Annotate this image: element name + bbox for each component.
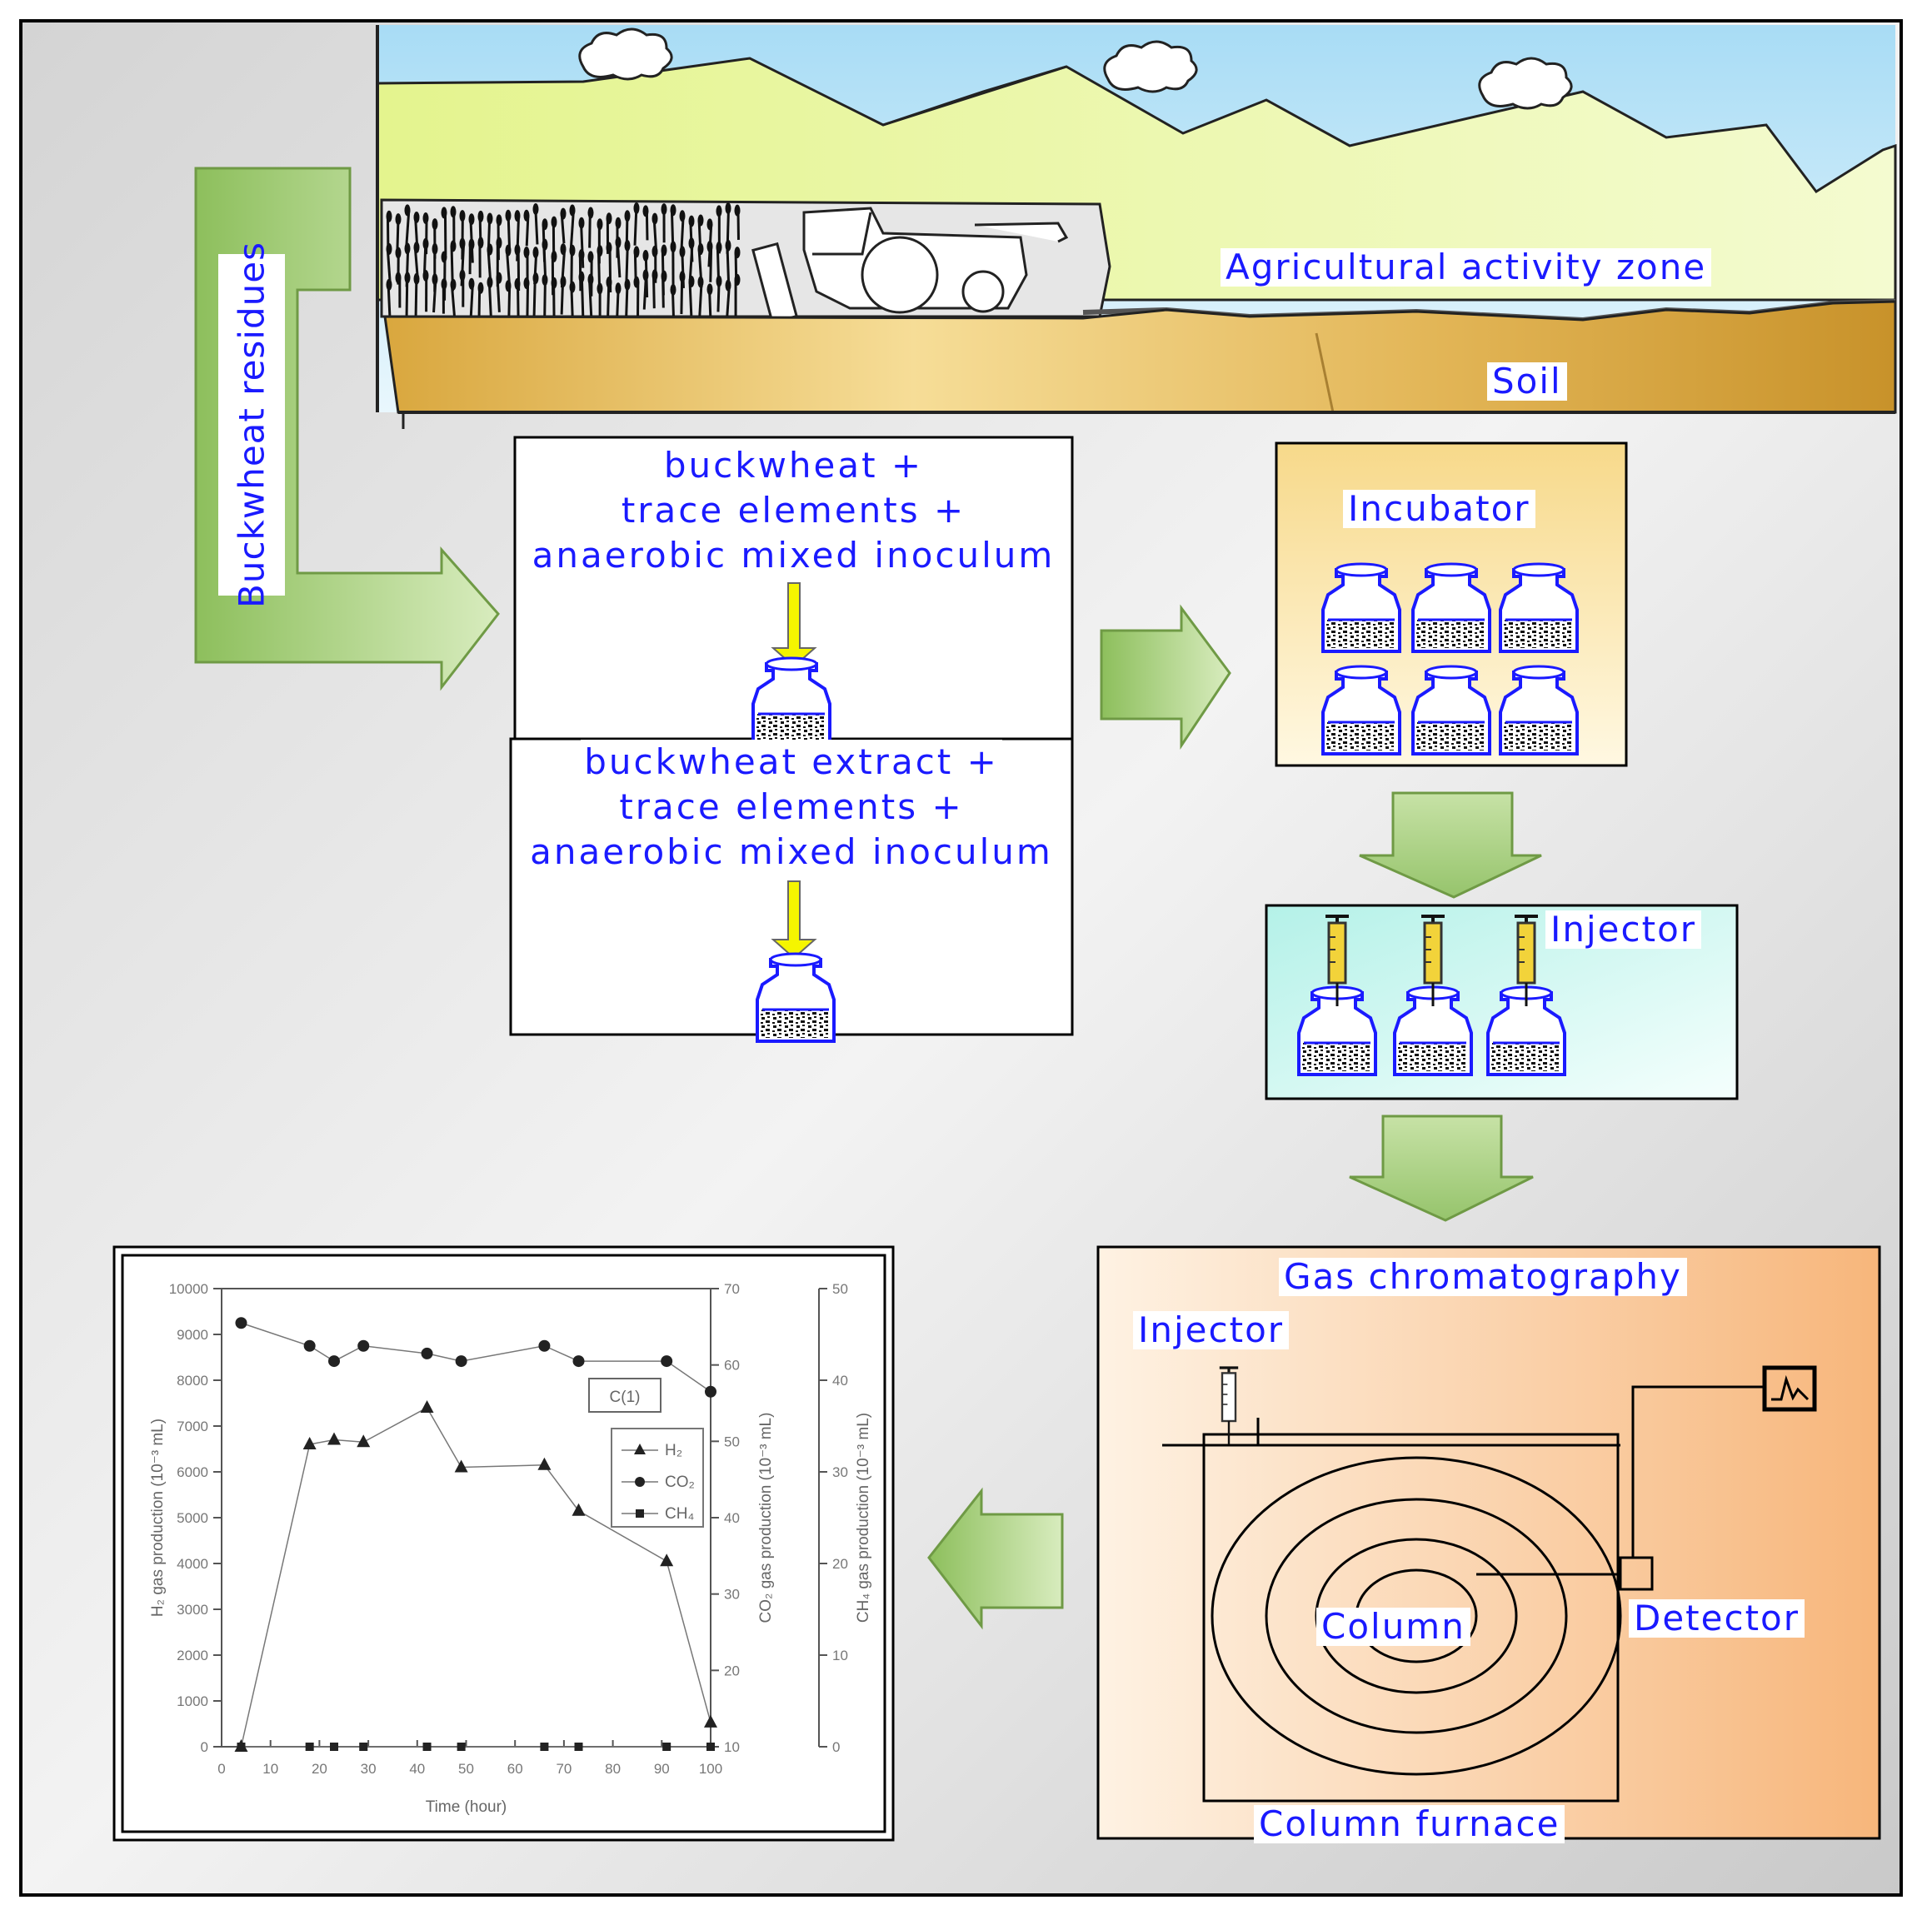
- y-tick-label: 10: [832, 1648, 848, 1663]
- y-tick-label: 30: [724, 1587, 740, 1603]
- data-point: [662, 1743, 671, 1751]
- y-tick-label: 20: [724, 1663, 740, 1678]
- data-point: [540, 1743, 548, 1751]
- y-axis-label: H₂ gas production (10⁻³ mL): [149, 1419, 167, 1617]
- data-point: [237, 1743, 245, 1751]
- y-tick-label: 10000: [169, 1281, 208, 1297]
- data-point: [357, 1340, 369, 1352]
- gc-title: Gas chromatography: [1279, 1258, 1687, 1296]
- data-point: [457, 1743, 466, 1751]
- x-tick-label: 40: [409, 1761, 425, 1777]
- y-tick-label: 6000: [177, 1464, 208, 1480]
- data-point: [235, 1317, 247, 1329]
- x-tick-label: 90: [654, 1761, 670, 1777]
- data-point: [304, 1340, 316, 1352]
- agricultural-landscape: [377, 25, 1895, 429]
- y-tick-label: 30: [832, 1464, 848, 1480]
- soil-label: Soil: [1487, 362, 1567, 401]
- mixture-residue-text: buckwheat + trace elements + anaerobic m…: [515, 443, 1072, 578]
- y-tick-label: 60: [724, 1358, 740, 1374]
- data-point: [359, 1743, 367, 1751]
- mixture-line: buckwheat extract +: [581, 740, 1002, 785]
- agri-zone-label: Agricultural activity zone: [1221, 248, 1711, 287]
- detector-label: Detector: [1629, 1599, 1805, 1638]
- y-axis-label: CH₄ gas production (10⁻³ mL): [855, 1413, 872, 1623]
- x-tick-label: 10: [262, 1761, 278, 1777]
- y-tick-label: 20: [832, 1556, 848, 1572]
- data-point: [306, 1743, 314, 1751]
- data-point: [575, 1743, 583, 1751]
- results-chart-frame: [114, 1247, 893, 1840]
- x-tick-label: 80: [605, 1761, 621, 1777]
- y-tick-label: 2000: [177, 1648, 208, 1663]
- x-tick-label: 60: [507, 1761, 523, 1777]
- gc-injector-label: Injector: [1133, 1311, 1289, 1349]
- legend-entry: CH₄: [665, 1505, 694, 1523]
- data-point: [538, 1340, 550, 1352]
- y-tick-label: 3000: [177, 1602, 208, 1618]
- y-tick-label: 9000: [177, 1327, 208, 1343]
- data-point: [423, 1743, 432, 1751]
- y-tick-label: 0: [201, 1739, 208, 1755]
- x-tick-label: 30: [361, 1761, 377, 1777]
- residues-label: Buckwheat residues: [218, 254, 285, 596]
- y-tick-label: 40: [724, 1510, 740, 1526]
- data-point: [422, 1348, 433, 1359]
- data-point: [705, 1386, 716, 1398]
- y-tick-label: 5000: [177, 1510, 208, 1526]
- legend-entry: H₂: [665, 1442, 682, 1459]
- y-tick-label: 50: [832, 1281, 848, 1297]
- data-point: [661, 1355, 672, 1367]
- incubator-label: Incubator: [1343, 490, 1535, 528]
- data-point: [573, 1355, 585, 1367]
- mixture-line: anaerobic mixed inoculum: [529, 533, 1059, 578]
- x-tick-label: 50: [458, 1761, 474, 1777]
- y-tick-label: 0: [832, 1739, 840, 1755]
- mixture-extract-text: buckwheat extract + trace elements + ana…: [511, 740, 1072, 875]
- panel-label: C(1): [610, 1389, 641, 1406]
- x-tick-label: 70: [556, 1761, 572, 1777]
- y-axis-label: CO₂ gas production (10⁻³ mL): [757, 1413, 775, 1623]
- mixture-line: trace elements +: [616, 785, 966, 830]
- y-tick-label: 8000: [177, 1373, 208, 1389]
- x-axis-label: Time (hour): [426, 1798, 507, 1816]
- x-tick-label: 0: [217, 1761, 225, 1777]
- mixture-line: buckwheat +: [661, 443, 926, 488]
- injector-label: Injector: [1545, 910, 1701, 949]
- legend-entry: CO₂: [665, 1474, 695, 1491]
- y-tick-label: 4000: [177, 1556, 208, 1572]
- y-tick-label: 40: [832, 1373, 848, 1389]
- column-label: Column: [1316, 1608, 1470, 1646]
- data-point: [706, 1743, 715, 1751]
- column-furnace-label: Column furnace: [1254, 1805, 1565, 1843]
- injection-bottles: [1299, 916, 1565, 1075]
- data-point: [328, 1355, 340, 1367]
- data-point: [456, 1355, 467, 1367]
- y-tick-label: 7000: [177, 1419, 208, 1434]
- y-tick-label: 50: [724, 1434, 740, 1449]
- x-tick-label: 20: [312, 1761, 327, 1777]
- y-tick-label: 10: [724, 1739, 740, 1755]
- mixture-line: trace elements +: [618, 488, 969, 533]
- y-tick-label: 70: [724, 1281, 740, 1297]
- y-tick-label: 1000: [177, 1693, 208, 1709]
- data-point: [330, 1743, 338, 1751]
- mixture-line: anaerobic mixed inoculum: [527, 830, 1056, 875]
- x-tick-label: 100: [699, 1761, 722, 1777]
